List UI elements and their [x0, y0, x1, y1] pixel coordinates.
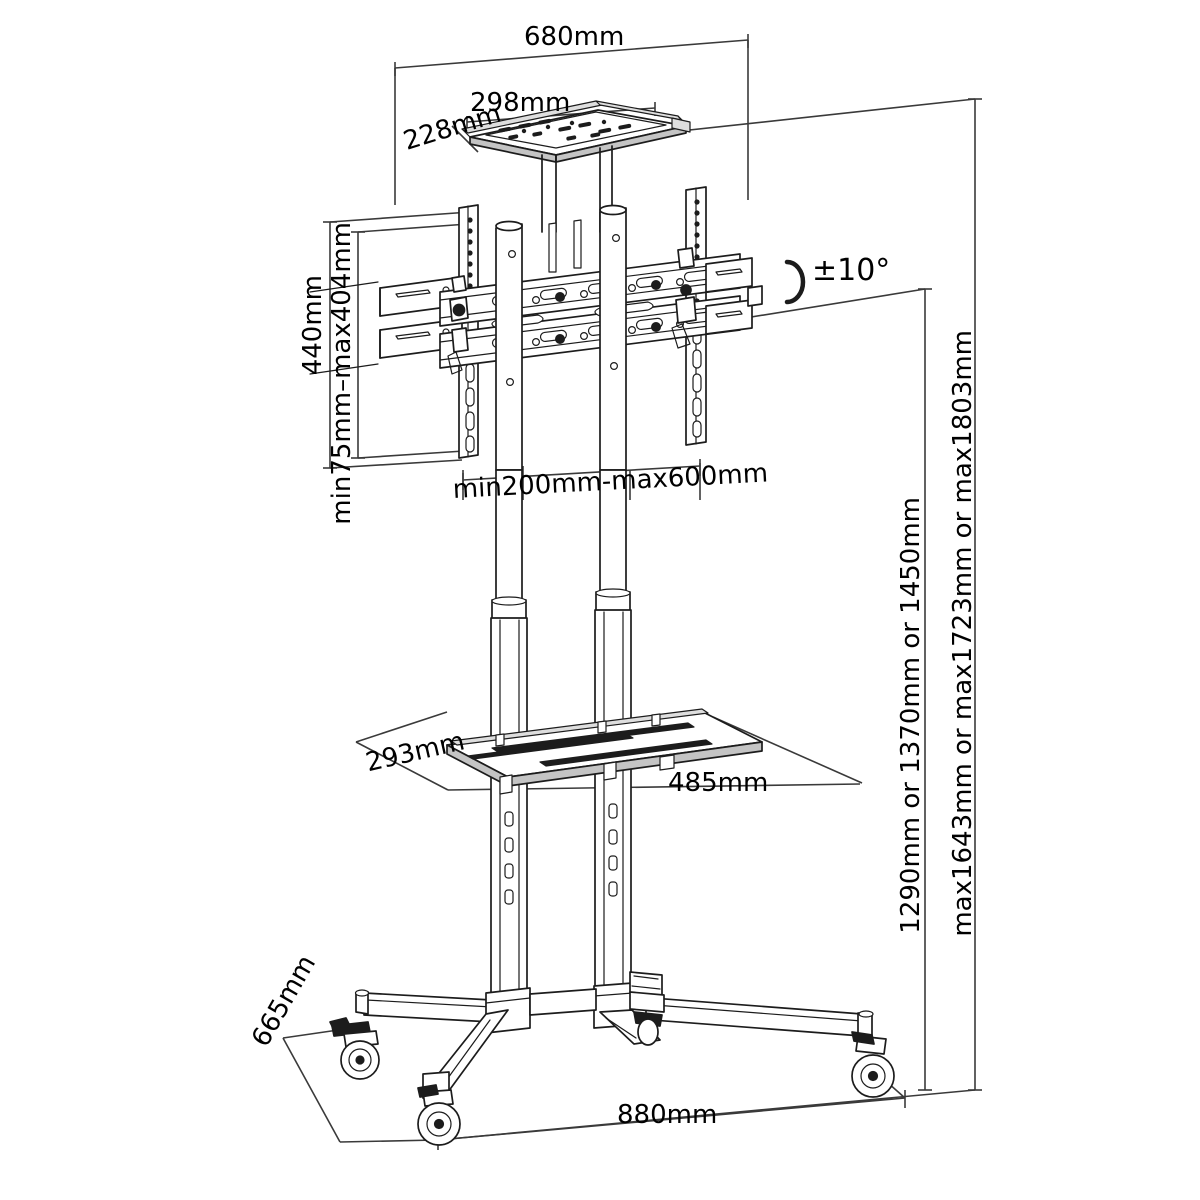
tv-mount-bracket [309, 186, 763, 459]
column-right-collar [595, 588, 631, 613]
label-vesa-vertical: min75mm–max404mm [327, 222, 357, 525]
camera-shelf-perforations [498, 118, 632, 141]
column-left-upper-tube [495, 220, 523, 471]
caster-front-left [417, 1084, 461, 1146]
telescoping-columns-lower [490, 469, 632, 1001]
column-left-adjust-slots [504, 811, 514, 905]
column-right-adjust-slots [608, 803, 618, 897]
tilt-pivot-left [447, 275, 469, 375]
camera-shelf [461, 100, 691, 233]
dim-vesa-vertical [351, 223, 469, 459]
dimension-lines-group [282, 34, 982, 1150]
label-bracket-height: 440mm [298, 275, 328, 376]
av-equipment-shelf [446, 708, 763, 795]
label-av-shelf-width: 485mm [668, 768, 769, 798]
dim-height-options [918, 288, 932, 1091]
leader-bracket [744, 288, 926, 319]
label-top-width: 680mm [524, 22, 625, 52]
dim-camera-shelf-depth [451, 125, 479, 153]
caster-front-right [851, 1031, 895, 1098]
label-max-height-options: max1643mm or max1723mm or max1803mm [948, 330, 978, 937]
label-base-width: 880mm [617, 1100, 718, 1130]
tilt-pivot-right [671, 247, 697, 349]
label-height-options: 1290mm or 1370mm or 1450mm [896, 497, 926, 934]
dim-top-width [394, 34, 749, 205]
caster-rear-left [329, 1017, 380, 1080]
caster-rear-right [629, 991, 665, 1046]
label-camera-shelf-width: 298mm [470, 88, 571, 118]
dim-bracket-height [323, 211, 471, 469]
leader-camera-shelf [661, 98, 976, 134]
bracket-wall-plate-right [705, 257, 763, 335]
label-tilt-angle: ±10° [812, 253, 891, 288]
x-base-frame [329, 971, 895, 1146]
dim-av-shelf-depth [355, 711, 449, 791]
column-left-collar [491, 596, 527, 621]
column-right-upper-tube [599, 204, 627, 471]
base-arm-rear-right [625, 995, 874, 1039]
base-arm-rear-left [354, 989, 493, 1023]
tilt-arc-icon [784, 259, 806, 305]
